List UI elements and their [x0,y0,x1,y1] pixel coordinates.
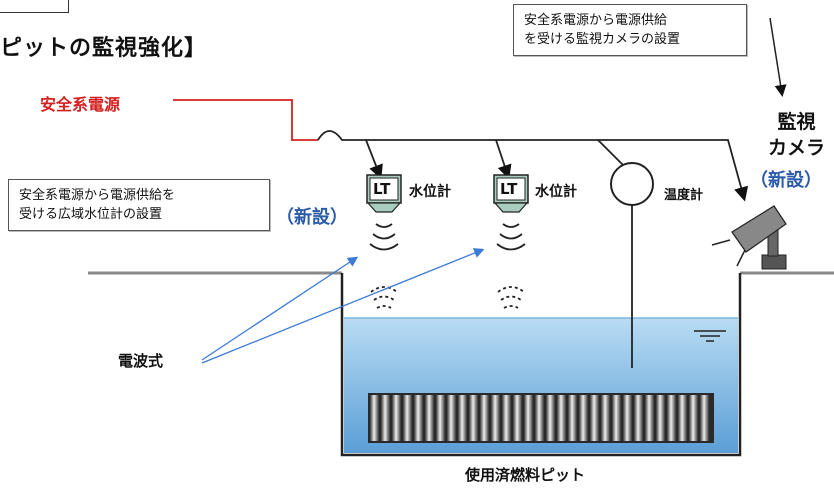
fuel-rod [480,395,489,441]
lt-sensor-2 [493,174,529,213]
lt1-label: 水位計 [409,184,451,200]
fuel-rod [469,395,478,441]
fuel-rod [700,395,709,441]
fuel-rod [436,395,445,441]
lt2-tag: LT [500,180,518,198]
fuel-rod [546,395,555,441]
radio-waves-1 [369,223,399,309]
fuel-rod [634,395,643,441]
fuel-rod [370,395,379,441]
spent-fuel-pit-label: 使用済燃料ピット [465,466,586,484]
frame-fragment [0,0,69,13]
fuel-rod [667,395,676,441]
fuel-rod [425,395,434,441]
temp-label: 温度計 [664,188,704,203]
power-cable [317,130,749,202]
fuel-rod [579,395,588,441]
radio-pointer-2 [201,248,485,364]
camera-callout-pointer [769,17,787,97]
callout-level-power-text: 安全系電源から電源供給を 受ける広域水位計の設置 [19,188,176,222]
feed-temp [597,139,625,167]
fuel-rod [645,395,654,441]
feed-lt2 [495,139,512,180]
radio-pointer-1 [201,256,359,361]
fuel-rod [502,395,511,441]
fuel-rod [623,395,632,441]
fuel-rod [414,395,423,441]
water-level-symbol [694,330,726,342]
camera-label-line2: カメラ [768,137,826,159]
fuel-rod [656,395,665,441]
page-title: ピットの監視強化】 [0,36,208,61]
callout-camera-power: 安全系電源から電源供給 を受ける監視カメラの設置 [513,4,747,56]
pit-wall [340,273,742,457]
radio-waves-2 [496,223,526,309]
fuel-rod [458,395,467,441]
fuel-rod [381,395,390,441]
camera-new-install-label: （新設） [750,170,822,191]
callout-camera-power-text: 安全系電源から電源供給 を受ける監視カメラの設置 [524,13,681,47]
temp-sensor [610,162,654,206]
power-source-label: 安全系電源 [40,95,121,114]
lt-new-install-label: （新設） [276,207,348,228]
radio-type-label: 電波式 [118,352,164,370]
camera-label: 監視 カメラ [768,109,825,161]
fuel-rod [568,395,577,441]
callout-level-power: 安全系電源から電源供給を 受ける広域水位計の設置 [8,179,270,231]
fuel-rod [590,395,599,441]
lt2-label: 水位計 [535,184,577,200]
feed-lt1 [365,139,383,180]
camera-label-line1: 監視 [777,111,816,133]
fuel-rod [557,395,566,441]
fuel-rack [368,393,714,443]
fuel-rod [535,395,544,441]
fuel-rod [601,395,610,441]
fuel-rod [612,395,621,441]
fuel-rod [392,395,401,441]
camera-icon [711,205,787,270]
fuel-rod [678,395,687,441]
fuel-rod [524,395,533,441]
power-line-red [173,99,318,141]
fuel-rod [491,395,500,441]
lt-sensor-1 [366,174,402,213]
fuel-rod [513,395,522,441]
fuel-rod [403,395,412,441]
fuel-rod [447,395,456,441]
fuel-rod [689,395,698,441]
lt1-tag: LT [373,180,391,198]
